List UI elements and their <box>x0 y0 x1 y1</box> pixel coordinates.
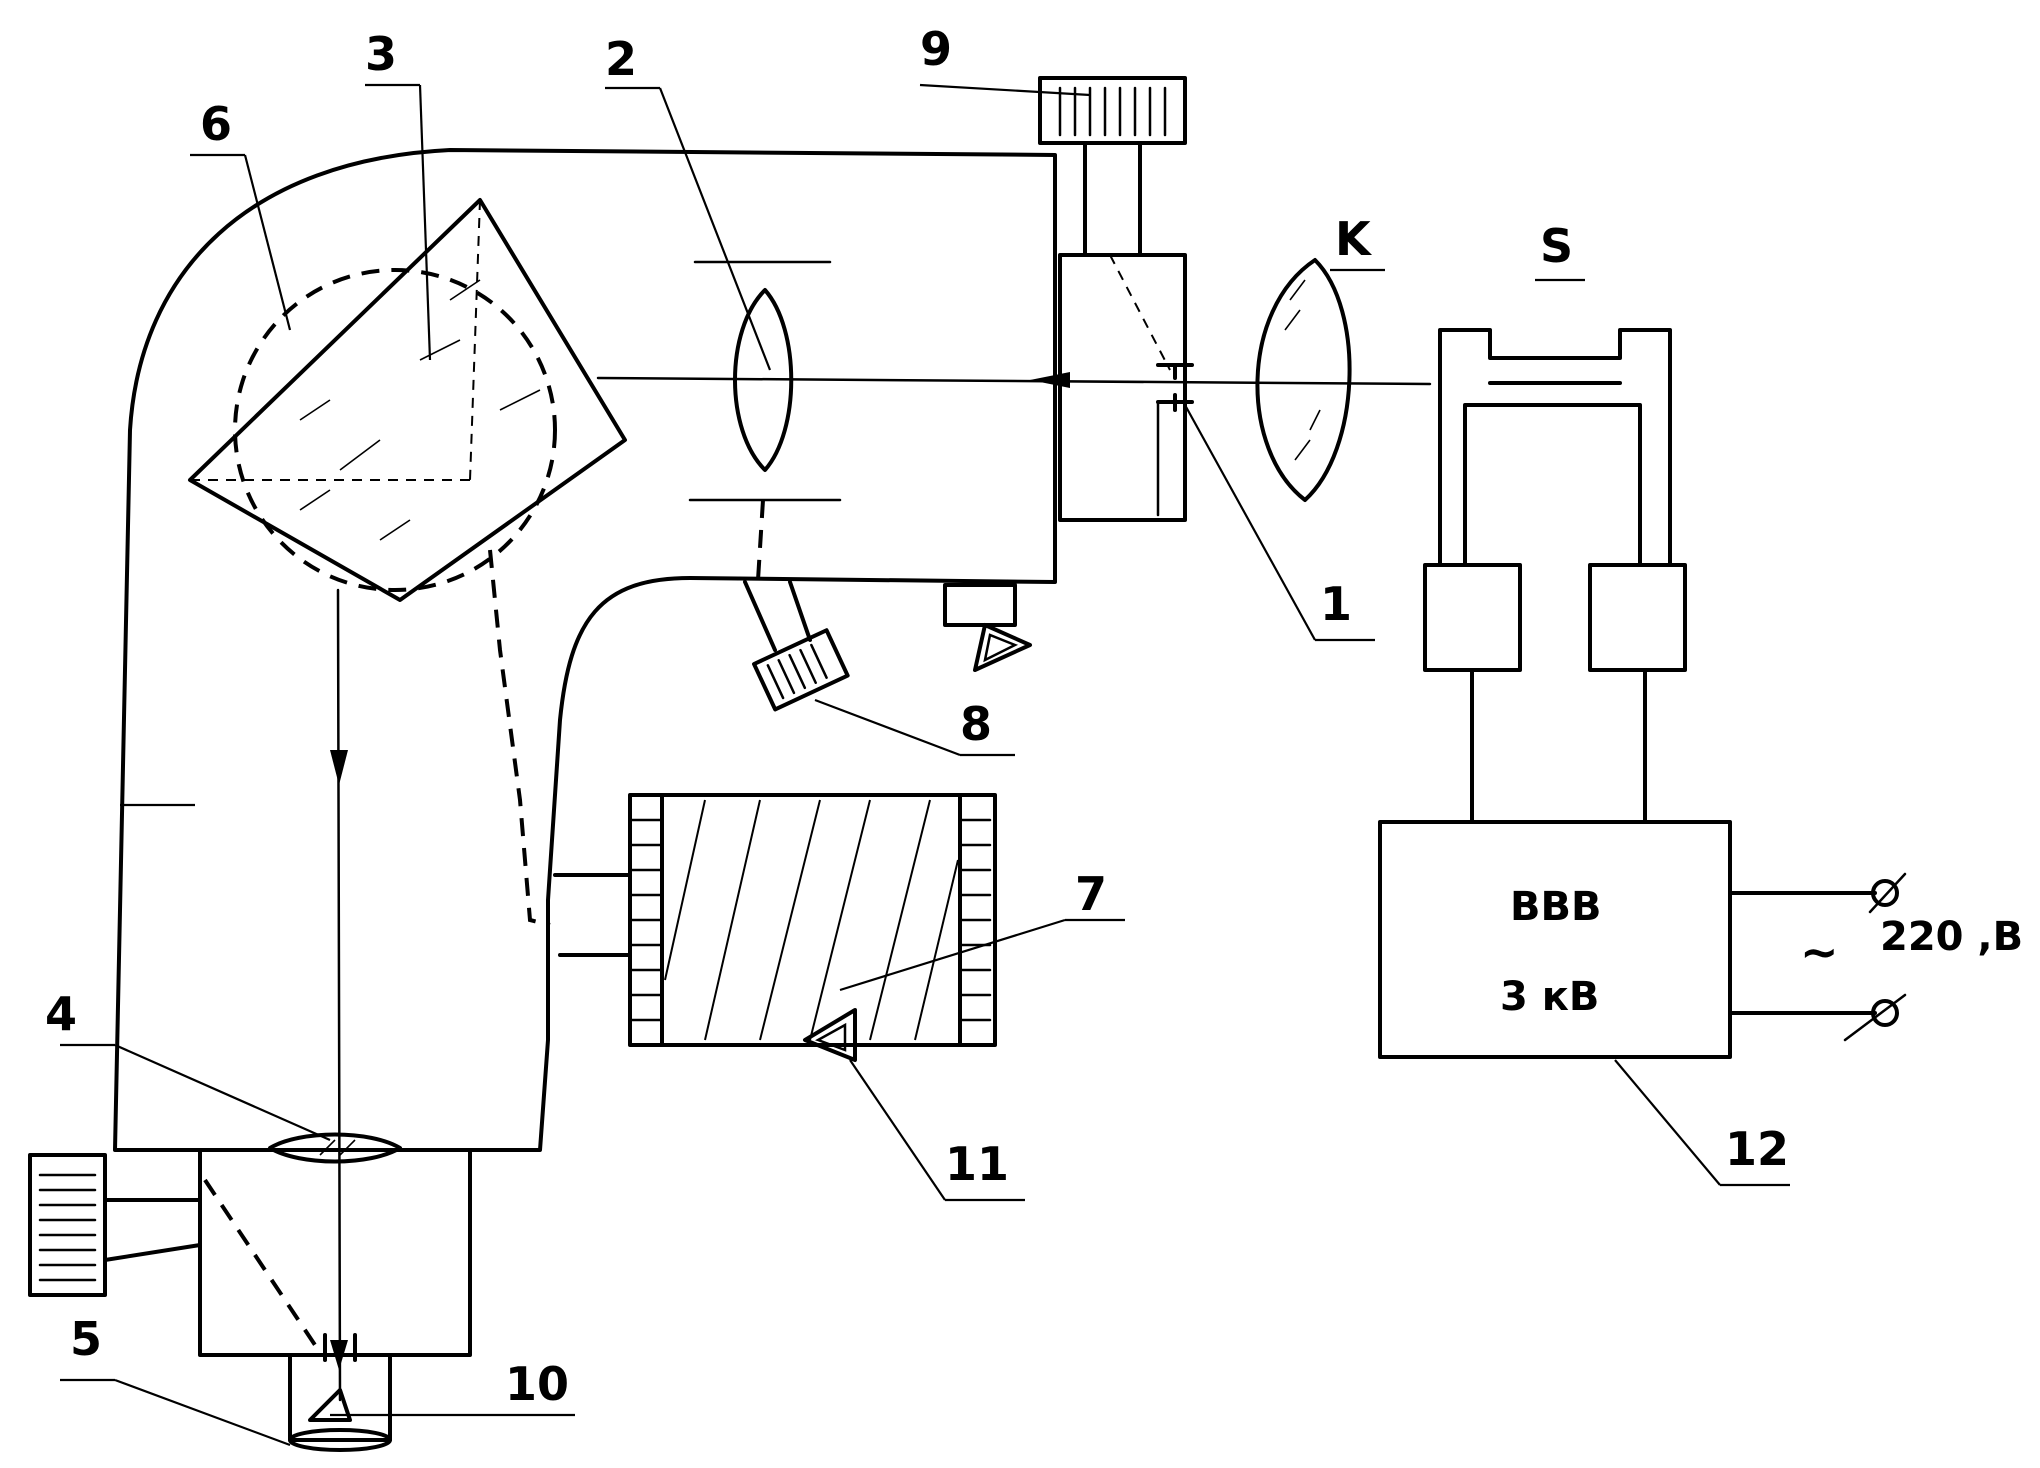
prism-diagonal-2 <box>469 199 481 481</box>
source-s-inner <box>1463 403 1642 567</box>
label-12: 12 <box>1725 1122 1789 1176</box>
knob-8 <box>752 628 850 712</box>
housing-right-box <box>1058 253 1187 522</box>
knob-8-stem-b <box>788 580 812 642</box>
prism-hatching <box>299 279 541 541</box>
triangle-symbol-11 <box>803 1008 857 1062</box>
triangle-symbol-8-inner <box>983 633 1019 663</box>
label-7: 7 <box>1075 867 1107 921</box>
lens-k-hatching <box>1284 279 1321 461</box>
triangle-symbol-11-inner <box>815 1022 847 1052</box>
knob-5-knurl <box>38 1173 97 1282</box>
terminal-slash-top <box>1868 872 1907 914</box>
detector-10-tube <box>288 1353 392 1442</box>
bottom-dashed-link <box>203 1178 317 1347</box>
lens-k <box>1255 258 1352 502</box>
leader-lines <box>60 83 1790 1447</box>
detector-7-hatching <box>664 799 959 1041</box>
label-k: K <box>1335 212 1373 266</box>
label-8: 8 <box>960 697 992 751</box>
mains-voltage: 220 ,В <box>1880 914 2023 960</box>
prism-3 <box>188 198 627 602</box>
lens-2-mount-dashed <box>756 499 765 581</box>
label-2: 2 <box>605 32 637 86</box>
dashed-connector <box>488 549 551 927</box>
element-8-mount <box>943 583 1017 627</box>
knob-9-knurl <box>1058 86 1167 137</box>
triangle-symbol-8 <box>973 623 1032 672</box>
detector-10-triangle <box>308 1388 352 1422</box>
knob-9 <box>1038 76 1187 145</box>
source-s-frame <box>1438 328 1672 567</box>
terminal-slash-bottom <box>1843 993 1907 1042</box>
optical-axis-vertical <box>336 588 342 1402</box>
housing-outer-contour <box>113 148 1057 1152</box>
dashed-circle-6 <box>233 268 557 592</box>
knob-8-stem-a <box>743 580 777 652</box>
lens-4 <box>268 1132 402 1164</box>
label-4: 4 <box>45 987 77 1041</box>
axis-arrow-down <box>330 750 348 785</box>
detector-10-window <box>288 1428 392 1452</box>
mains-terminal-bottom <box>1871 999 1899 1027</box>
label-11: 11 <box>945 1137 1009 1191</box>
mains-terminal-top <box>1871 879 1899 907</box>
electrode-block-left <box>1423 563 1522 672</box>
label-9: 9 <box>920 22 952 76</box>
bottom-housing <box>198 1148 472 1357</box>
knob-5 <box>28 1153 107 1297</box>
lens-4-hatching <box>319 1139 356 1156</box>
axis-arrow-left <box>1030 372 1070 388</box>
power-unit-name: ВВВ <box>1510 884 1601 930</box>
label-6: 6 <box>200 97 232 151</box>
label-3: 3 <box>365 27 397 81</box>
label-1: 1 <box>1320 577 1352 631</box>
label-10: 10 <box>505 1357 569 1411</box>
label-s: S <box>1540 219 1573 273</box>
power-unit-box <box>1378 820 1732 1059</box>
knob-5-stem-bottom <box>103 1243 202 1262</box>
knob-9-dashed-link <box>1109 254 1171 371</box>
label-5: 5 <box>70 1312 102 1366</box>
power-unit-voltage: 3 кВ <box>1500 974 1599 1020</box>
optical-axis-horizontal <box>596 376 1432 386</box>
electrode-block-right <box>1588 563 1687 672</box>
detector-7-ticks <box>630 818 992 1022</box>
mains-symbol: ~ <box>1800 925 1839 979</box>
lens-2 <box>733 288 794 472</box>
